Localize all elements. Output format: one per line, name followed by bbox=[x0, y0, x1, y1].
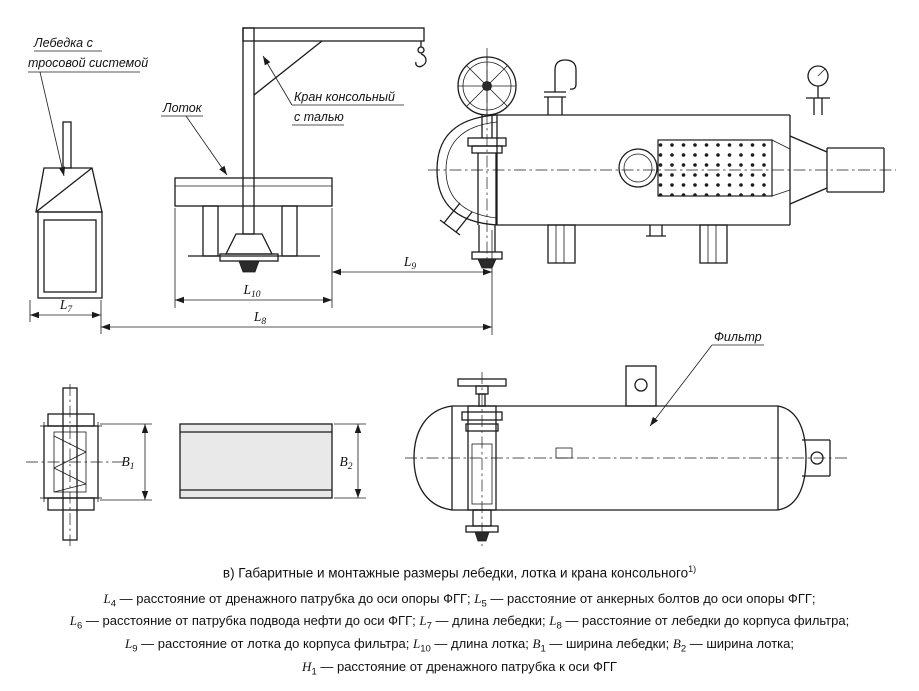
dim-B1: B1 bbox=[122, 454, 135, 472]
hook-icon bbox=[415, 53, 427, 68]
winch-label: Лебедка с тросовой системой bbox=[28, 36, 148, 177]
cantilever-crane bbox=[219, 27, 427, 273]
winch-label-line2: тросовой системой bbox=[28, 56, 148, 70]
dim-L9: L9 bbox=[403, 254, 417, 272]
corner-marks bbox=[40, 422, 102, 502]
vessel-supports bbox=[547, 224, 728, 264]
winch-front-view: B1 bbox=[26, 384, 152, 546]
legend-line-3: L9 — расстояние от лотка до корпуса филь… bbox=[125, 636, 794, 655]
hoist-pulley-icon bbox=[417, 46, 425, 54]
crane-label-line1: Кран консольный bbox=[294, 90, 395, 104]
handwheel-icon bbox=[457, 48, 517, 269]
figure-caption: в) Габаритные и монтажные размеры лебедк… bbox=[0, 564, 919, 581]
dimension-lines-top: L7 L10 L9 L8 bbox=[29, 208, 493, 335]
head-nozzle bbox=[439, 202, 473, 236]
winch-side-view bbox=[35, 121, 103, 299]
davit-hook-icon bbox=[544, 59, 577, 115]
winch-leader-line bbox=[39, 71, 66, 177]
filter-label-text: Фильтр bbox=[714, 330, 762, 344]
crane-leader-line bbox=[262, 55, 293, 106]
dim-L7: L7 bbox=[59, 297, 74, 315]
legend: L4 — расстояние от дренажного патрубка д… bbox=[0, 589, 919, 680]
tray-label-text: Лоток bbox=[162, 101, 203, 115]
manhole-icon bbox=[618, 148, 658, 188]
tray-section-view: B2 bbox=[179, 423, 366, 499]
filter-cartridge bbox=[457, 372, 507, 546]
caption-footnote-marker: 1) bbox=[688, 564, 697, 574]
technical-drawing: Лебедка с тросовой системой Кран консоль… bbox=[26, 27, 896, 546]
filter-leader-line bbox=[649, 344, 713, 427]
caption-text: в) Габаритные и монтажные размеры лебедк… bbox=[222, 565, 689, 581]
crane-label: Кран консольный с талью bbox=[262, 55, 404, 126]
tray-leader-line bbox=[185, 115, 228, 176]
legend-line-1: L4 — расстояние от дренажного патрубка д… bbox=[103, 590, 816, 610]
pressure-gauge-icon bbox=[806, 65, 830, 115]
filter-label: Фильтр bbox=[649, 330, 764, 427]
tray-label: Лоток bbox=[161, 101, 228, 176]
tray-side-view bbox=[174, 177, 333, 257]
lifting-lug bbox=[625, 365, 657, 407]
dim-B2: B2 bbox=[340, 454, 353, 472]
crane-label-line2: с талью bbox=[294, 110, 344, 124]
crane-foot bbox=[224, 233, 274, 255]
perforated-element bbox=[657, 139, 773, 197]
nozzle-hole bbox=[810, 451, 824, 465]
filter-side-view bbox=[405, 365, 848, 546]
dim-L8: L8 bbox=[253, 309, 267, 327]
legend-line-4: H1 — расстояние от дренажного патрубка к… bbox=[302, 659, 617, 678]
winch-label-line1: Лебедка с bbox=[33, 36, 94, 50]
legend-line-2: L6 — расстояние от патрубка подвода нефт… bbox=[69, 613, 850, 632]
dim-L10: L10 bbox=[242, 282, 260, 300]
filter-top-view bbox=[428, 48, 896, 269]
crane-foot-nut bbox=[238, 260, 260, 273]
